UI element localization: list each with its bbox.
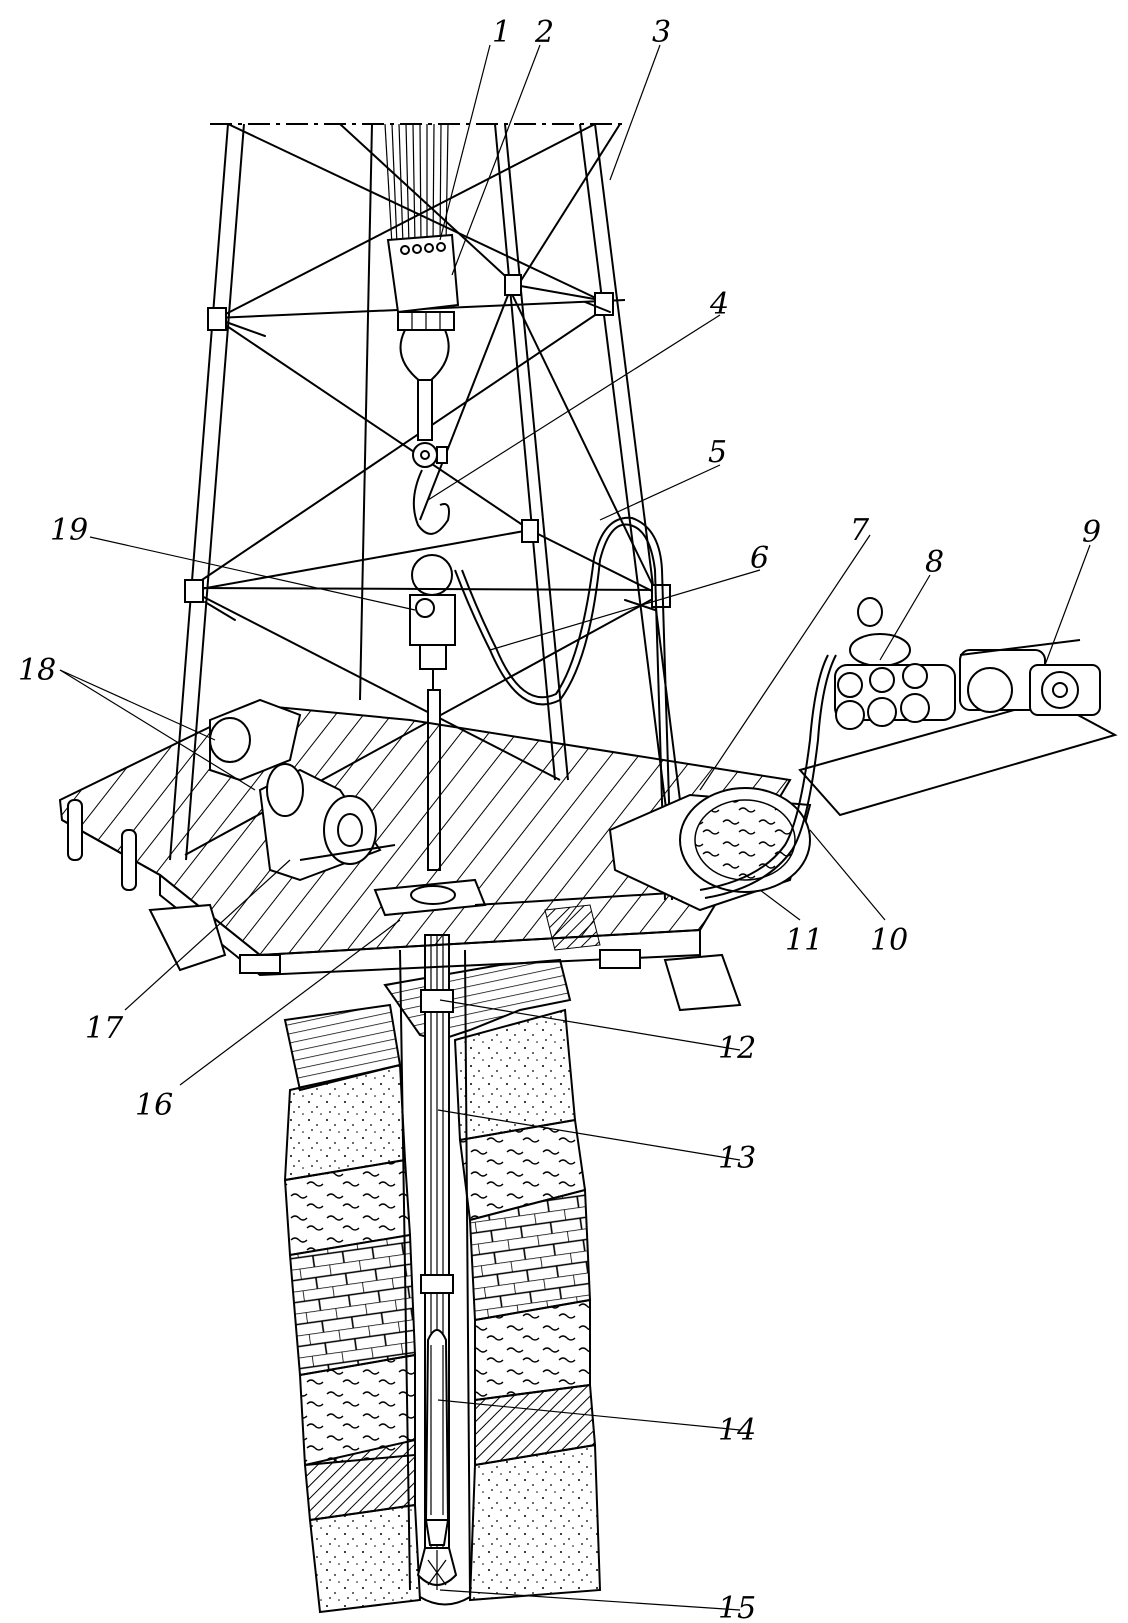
turbodrill bbox=[424, 1329, 450, 1546]
discharge-line bbox=[699, 654, 837, 899]
hook bbox=[399, 329, 450, 535]
mud-tank bbox=[608, 787, 812, 912]
pump-motor bbox=[959, 639, 1101, 716]
callout-18: 18 bbox=[18, 653, 56, 688]
callout-15: 15 bbox=[718, 1591, 756, 1623]
callout-14: 14 bbox=[718, 1413, 756, 1448]
callout-6: 6 bbox=[750, 541, 769, 576]
callout-labels: 1 2 3 4 5 6 7 8 9 10 11 12 13 14 15 16 1… bbox=[18, 15, 1101, 1623]
callout-13: 13 bbox=[718, 1141, 756, 1176]
callout-5: 5 bbox=[708, 435, 727, 470]
callout-10: 10 bbox=[870, 923, 908, 958]
callout-4: 4 bbox=[709, 287, 729, 322]
callout-17: 17 bbox=[85, 1011, 124, 1046]
callout-2: 2 bbox=[534, 15, 554, 50]
callout-8: 8 bbox=[925, 545, 944, 580]
drill-bit bbox=[416, 1547, 458, 1590]
callout-19: 19 bbox=[50, 513, 88, 548]
mud-pump bbox=[798, 597, 1118, 817]
swivel bbox=[409, 554, 456, 690]
leader-lines bbox=[59, 44, 1091, 1611]
callout-12: 12 bbox=[718, 1031, 756, 1066]
callout-3: 3 bbox=[652, 15, 671, 50]
callout-1: 1 bbox=[492, 15, 511, 50]
geological-section bbox=[283, 949, 602, 1614]
drilling-line bbox=[384, 123, 449, 246]
callout-7: 7 bbox=[850, 513, 870, 548]
tool-joint bbox=[420, 989, 454, 1013]
drawworks bbox=[209, 698, 396, 882]
traveling-block bbox=[386, 233, 460, 331]
mud-hose bbox=[454, 516, 673, 901]
callout-11: 11 bbox=[785, 923, 823, 958]
callout-9: 9 bbox=[1082, 515, 1101, 550]
callout-16: 16 bbox=[135, 1088, 173, 1123]
